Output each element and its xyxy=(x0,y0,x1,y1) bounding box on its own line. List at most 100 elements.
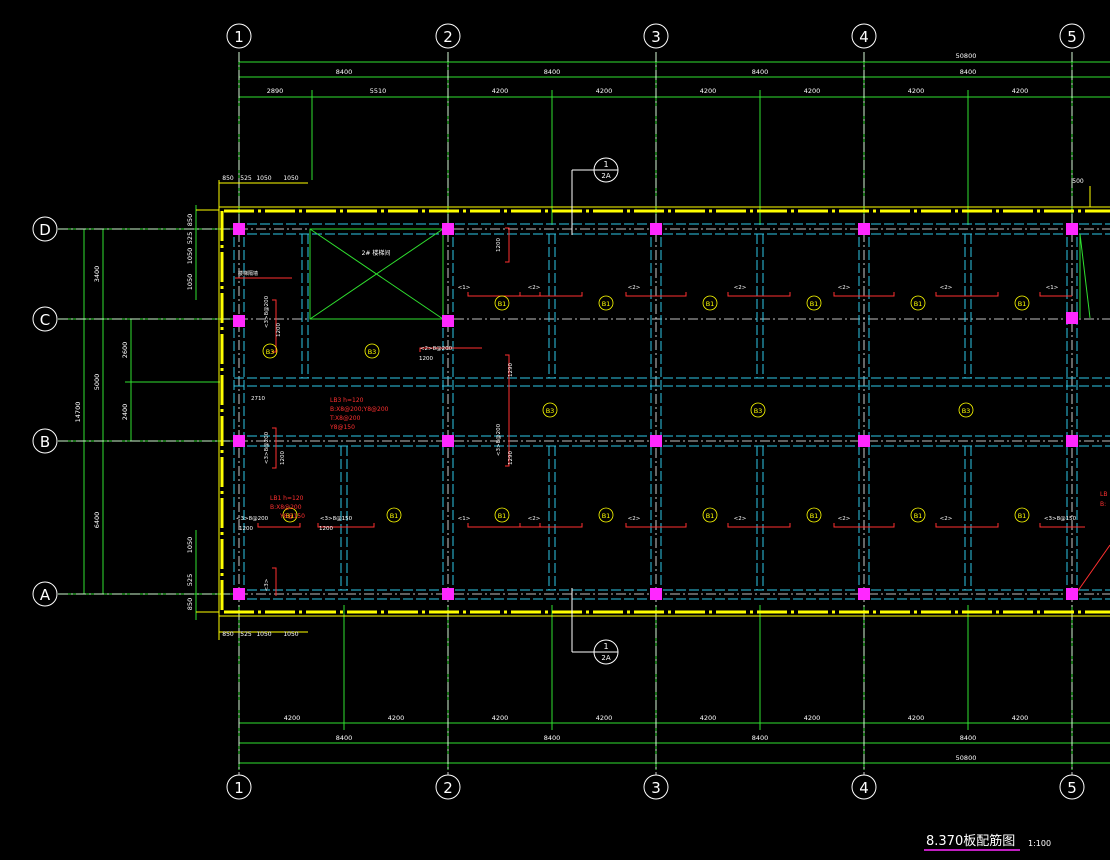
dim-top-total: 50800 xyxy=(956,52,977,60)
dim-top-bay-2: 8400 xyxy=(544,68,561,76)
dim-bottom-sub-2: 4200 xyxy=(388,714,405,722)
slab-label-b3: B3 xyxy=(368,348,377,356)
grid-label-B: B xyxy=(40,433,50,451)
grid-label-A: A xyxy=(40,586,51,604)
stair-label: 2# 楼梯间 xyxy=(362,249,391,257)
dim-bottom-sub-3: 4200 xyxy=(492,714,509,722)
rebar-tag-long: <3>8@150 xyxy=(1044,516,1077,522)
slab-label-b1: B1 xyxy=(1018,300,1027,308)
dim-corner-right-top: 500 xyxy=(1072,178,1084,185)
dim-corner-top-1: 850 xyxy=(222,175,234,182)
section-number-bottom: 1 xyxy=(603,642,608,651)
rebar-tag: <2> xyxy=(940,285,953,291)
grid-label-4-bottom: 4 xyxy=(859,779,869,797)
slab-label-b1: B1 xyxy=(602,512,611,520)
dim-top-sub-3: 4200 xyxy=(492,87,509,95)
dim-bottom-bay-1: 8400 xyxy=(336,734,353,742)
dim-1200-vertical: 1200 xyxy=(496,238,502,252)
dim-corner-bottom-4: 1050 xyxy=(283,631,298,638)
grid-bubble-4-bottom xyxy=(851,774,877,800)
grid-label-1-bottom: 1 xyxy=(234,779,244,797)
section-sheet-top: 2A xyxy=(601,172,610,180)
lb-right-line-1: LB xyxy=(1100,491,1107,498)
dim-top-bay-4: 8400 xyxy=(960,68,977,76)
dim-left-edge-bottom-3: 850 xyxy=(186,598,194,610)
lb3-line-3: T:X8@200 xyxy=(329,415,361,422)
dim-bottom-sub-4: 4200 xyxy=(596,714,613,722)
slab-label-b1: B1 xyxy=(286,512,295,520)
grid-bubble-B xyxy=(32,428,58,454)
rebar-tag: <2> xyxy=(628,285,641,291)
dim-left-lower: 6400 xyxy=(93,512,101,529)
rebar-tag-vertical: <3>8@200 xyxy=(264,431,270,464)
dim-2710: 2710 xyxy=(251,396,265,402)
lb1-line-2: B:X8@200 xyxy=(270,504,302,511)
rebar-tag: <1> xyxy=(458,285,471,291)
dim-bottom-bay-3: 8400 xyxy=(752,734,769,742)
slab-label-b1: B1 xyxy=(914,300,923,308)
slab-label-circles xyxy=(262,295,1030,523)
dim-1200: 1200 xyxy=(239,526,253,532)
slab-label-b1: B1 xyxy=(498,512,507,520)
slab-label-b3: B3 xyxy=(266,348,275,356)
grid-bubble-D xyxy=(32,216,58,242)
grid-label-2-bottom: 2 xyxy=(443,779,453,797)
slab-label-b1: B1 xyxy=(914,512,923,520)
dim-bottom-sub-6: 4200 xyxy=(804,714,821,722)
rebar-tag: <1> xyxy=(1046,285,1059,291)
rebar-tag-long: <3>8@150 xyxy=(320,516,353,522)
rebar-lines xyxy=(235,227,1110,596)
lb-right-line-2: B: xyxy=(1100,501,1106,508)
dim-bottom-total: 50800 xyxy=(956,754,977,762)
edge-note: 楼梯隔墙 xyxy=(238,270,258,277)
rebar-tag: <2> xyxy=(838,516,851,522)
rebar-tag: <2> xyxy=(734,516,747,522)
slab-label-b1: B1 xyxy=(706,300,715,308)
dim-corner-bottom-2: 525 xyxy=(240,631,252,638)
dim-top-bay-3: 8400 xyxy=(752,68,769,76)
grid-bubble-4-top xyxy=(851,23,877,49)
dim-left-upper: 3400 xyxy=(93,266,101,283)
top-dimension-lines xyxy=(238,52,1110,225)
dim-left-edge-top-3: 1050 xyxy=(186,248,194,265)
rebar-tag-long: <3>8@200 xyxy=(236,516,269,522)
grid-label-2-top: 2 xyxy=(443,28,453,46)
dim-left-edge-top-1: 850 xyxy=(186,214,194,226)
dim-corner-bottom-1: 850 xyxy=(222,631,234,638)
rebar-tag-vertical: <3>8@200 xyxy=(264,295,270,328)
rebar-tag: <2> xyxy=(734,285,747,291)
drawing-title: 8.370板配筋图 xyxy=(926,833,1015,849)
left-dimension-lines xyxy=(58,205,235,620)
grid-bubbles xyxy=(32,23,1085,800)
dim-top-sub-7: 4200 xyxy=(908,87,925,95)
grid-bubble-A xyxy=(32,581,58,607)
bottom-dimension-lines xyxy=(238,605,1110,770)
grid-label-5-bottom: 5 xyxy=(1067,779,1077,797)
rebar-tag: <2> xyxy=(528,285,541,291)
dim-bottom-bay-4: 8400 xyxy=(960,734,977,742)
rebar-tag-long: <2>8@200 xyxy=(420,346,453,352)
dim-top-bay-1: 8400 xyxy=(336,68,353,76)
grid-bubble-3-top xyxy=(643,23,669,49)
rebar-tag: <2> xyxy=(528,516,541,522)
rebar-tag: <2> xyxy=(940,516,953,522)
lb3-line-2: B:X8@200;Y8@200 xyxy=(330,406,389,413)
section-number-top: 1 xyxy=(603,160,608,169)
dim-top-sub-5: 4200 xyxy=(700,87,717,95)
dim-corner-top-3: 1050 xyxy=(256,175,271,182)
grid-label-D: D xyxy=(39,221,51,239)
dim-bottom-sub-8: 4200 xyxy=(1012,714,1029,722)
section-sheet-bottom: 2A xyxy=(601,654,610,662)
grid-axis-lines xyxy=(58,52,1110,775)
dim-left-edge-bottom-2: 525 xyxy=(186,574,194,586)
slab-label-b1: B1 xyxy=(706,512,715,520)
slab-label-b3: B3 xyxy=(546,407,555,415)
lb1-line-3: Y8@150 xyxy=(279,513,305,520)
grid-label-C: C xyxy=(40,311,50,329)
dim-1290: 1290 xyxy=(508,363,514,377)
dim-top-sub-1: 2890 xyxy=(267,87,284,95)
dim-1200: 1200 xyxy=(419,356,433,362)
section-marker-top xyxy=(571,157,619,235)
drawing-scale: 1:100 xyxy=(1028,839,1051,848)
grid-label-5-top: 5 xyxy=(1067,28,1077,46)
